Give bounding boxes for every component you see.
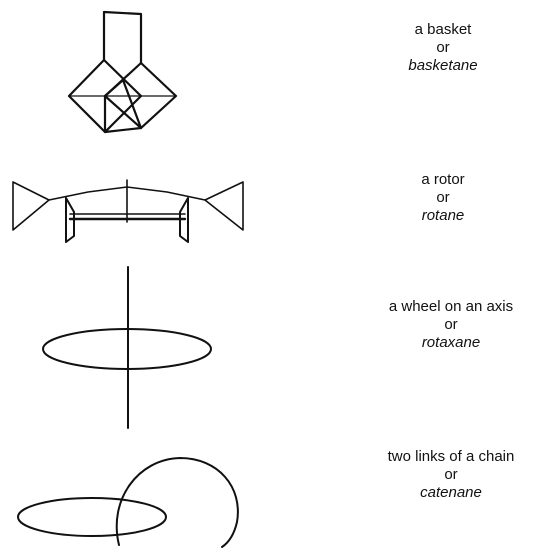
rotor-top-arc — [48, 186, 206, 201]
rotor-connector: or — [436, 189, 450, 206]
wheel-ring — [42, 328, 212, 370]
rotor-term: rotane — [421, 207, 465, 224]
basket-handle — [102, 10, 143, 65]
basket-term: basketane — [408, 57, 478, 74]
basket-connector: or — [436, 39, 450, 56]
wheel-on-axis-icon — [42, 266, 212, 429]
wheel-description: a wheel on an axis — [388, 298, 514, 315]
rotor-icon — [12, 179, 244, 243]
rotor-caption: a rotor or rotane — [343, 171, 543, 225]
wheel-connector: or — [444, 316, 458, 333]
chain-connector: or — [444, 466, 458, 483]
chain-term: catenane — [420, 484, 482, 501]
rotor-description: a rotor — [421, 171, 465, 188]
basket-bottom-square — [103, 78, 143, 134]
wheel-caption: a wheel on an axis or rotaxane — [351, 298, 551, 352]
rotor-left-post — [65, 197, 75, 243]
rotor-right-blade — [204, 181, 244, 231]
chain-link-horizontal — [17, 497, 167, 537]
chain-description: two links of a chain — [387, 448, 515, 465]
rotor-right-post — [179, 197, 189, 243]
basket-icon — [67, 10, 178, 134]
wheel-term: rotaxane — [421, 334, 481, 351]
chain-links-icon — [17, 457, 239, 548]
chain-caption: two links of a chain or catenane — [351, 448, 551, 502]
rotor-left-blade — [12, 181, 50, 231]
chain-link-round — [115, 457, 239, 548]
basket-caption: a basket or basketane — [343, 21, 543, 75]
basket-description: a basket — [414, 21, 472, 38]
